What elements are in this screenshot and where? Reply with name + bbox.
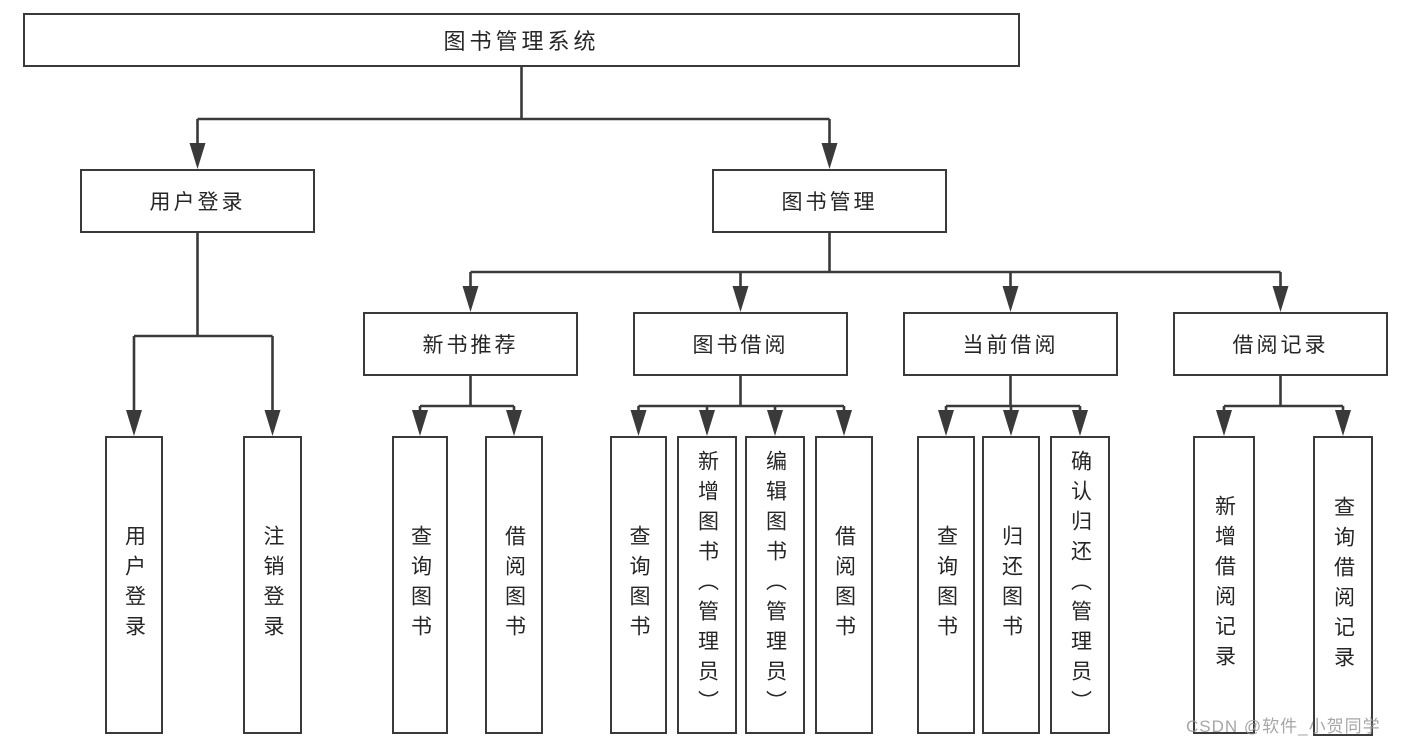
connector-line bbox=[944, 376, 1082, 414]
connector-line bbox=[132, 233, 274, 414]
connector-line bbox=[196, 67, 831, 147]
leaf-query-borrow-record: 查询借阅记录 bbox=[1313, 436, 1373, 736]
leaf-confirm-return-admin: 确认归还（管理员） bbox=[1050, 436, 1110, 734]
node-borrowing-records: 借阅记录 bbox=[1173, 312, 1388, 376]
leaf-label: 查询图书 bbox=[408, 525, 432, 645]
arrowhead-icon bbox=[938, 410, 1088, 436]
connector-new-book-recommend-to-leaves bbox=[412, 376, 522, 436]
leaf-label: 新增借阅记录 bbox=[1212, 495, 1236, 675]
connector-borrowing-records-to-leaves bbox=[1216, 376, 1351, 436]
arrowhead-icon bbox=[1216, 410, 1351, 436]
arrowhead-icon bbox=[630, 410, 852, 436]
leaf-label: 确认归还（管理员） bbox=[1068, 450, 1092, 720]
arrowhead-icon bbox=[462, 286, 1289, 312]
node-book-management: 图书管理 bbox=[712, 169, 947, 233]
leaf-return-books: 归还图书 bbox=[982, 436, 1040, 734]
leaf-edit-books-admin: 编辑图书（管理员） bbox=[745, 436, 805, 734]
leaf-query-books-recommend: 查询图书 bbox=[392, 436, 448, 734]
connector-current-borrowing-to-leaves bbox=[938, 376, 1088, 436]
node-new-book-recommend: 新书推荐 bbox=[363, 312, 578, 376]
arrowhead-icon bbox=[126, 410, 281, 436]
leaf-label: 查询图书 bbox=[934, 525, 958, 645]
connector-line bbox=[637, 376, 846, 414]
leaf-user-login: 用户登录 bbox=[105, 436, 163, 734]
leaf-query-books-current: 查询图书 bbox=[917, 436, 975, 734]
node-user-login: 用户登录 bbox=[80, 169, 315, 233]
leaf-label: 注销登录 bbox=[261, 525, 284, 645]
arrowhead-icon bbox=[412, 410, 522, 436]
leaf-label: 借阅图书 bbox=[832, 525, 856, 645]
leaf-label: 归还图书 bbox=[999, 525, 1023, 645]
leaf-label: 查询借阅记录 bbox=[1331, 496, 1355, 676]
node-root: 图书管理系统 bbox=[23, 13, 1020, 67]
leaf-label: 用户登录 bbox=[122, 525, 146, 645]
connector-root-to-level2 bbox=[189, 67, 838, 169]
node-current-borrowing: 当前借阅 bbox=[903, 312, 1118, 376]
leaf-label: 查询图书 bbox=[627, 525, 650, 645]
leaf-query-books-borrowing: 查询图书 bbox=[610, 436, 667, 734]
leaf-label: 编辑图书（管理员） bbox=[763, 450, 787, 720]
node-book-borrowing: 图书借阅 bbox=[633, 312, 848, 376]
connector-book-borrowing-to-leaves bbox=[630, 376, 852, 436]
connector-line bbox=[1222, 376, 1345, 414]
leaf-borrow-books-recommend: 借阅图书 bbox=[485, 436, 543, 734]
connector-line bbox=[469, 233, 1282, 290]
connector-book-management-to-level3 bbox=[462, 233, 1289, 312]
leaf-borrow-books-borrowing: 借阅图书 bbox=[815, 436, 873, 734]
leaf-label: 新增图书（管理员） bbox=[695, 450, 719, 720]
arrowhead-icon bbox=[189, 143, 838, 169]
connector-user-login-to-leaves bbox=[126, 233, 281, 436]
csdn-watermark: CSDN @软件_小贺同学 bbox=[1186, 717, 1381, 736]
connector-line bbox=[418, 376, 516, 414]
leaf-logout: 注销登录 bbox=[243, 436, 302, 734]
leaf-add-books-admin: 新增图书（管理员） bbox=[677, 436, 737, 734]
leaf-add-borrow-record: 新增借阅记录 bbox=[1193, 436, 1255, 734]
leaf-label: 借阅图书 bbox=[502, 525, 526, 645]
